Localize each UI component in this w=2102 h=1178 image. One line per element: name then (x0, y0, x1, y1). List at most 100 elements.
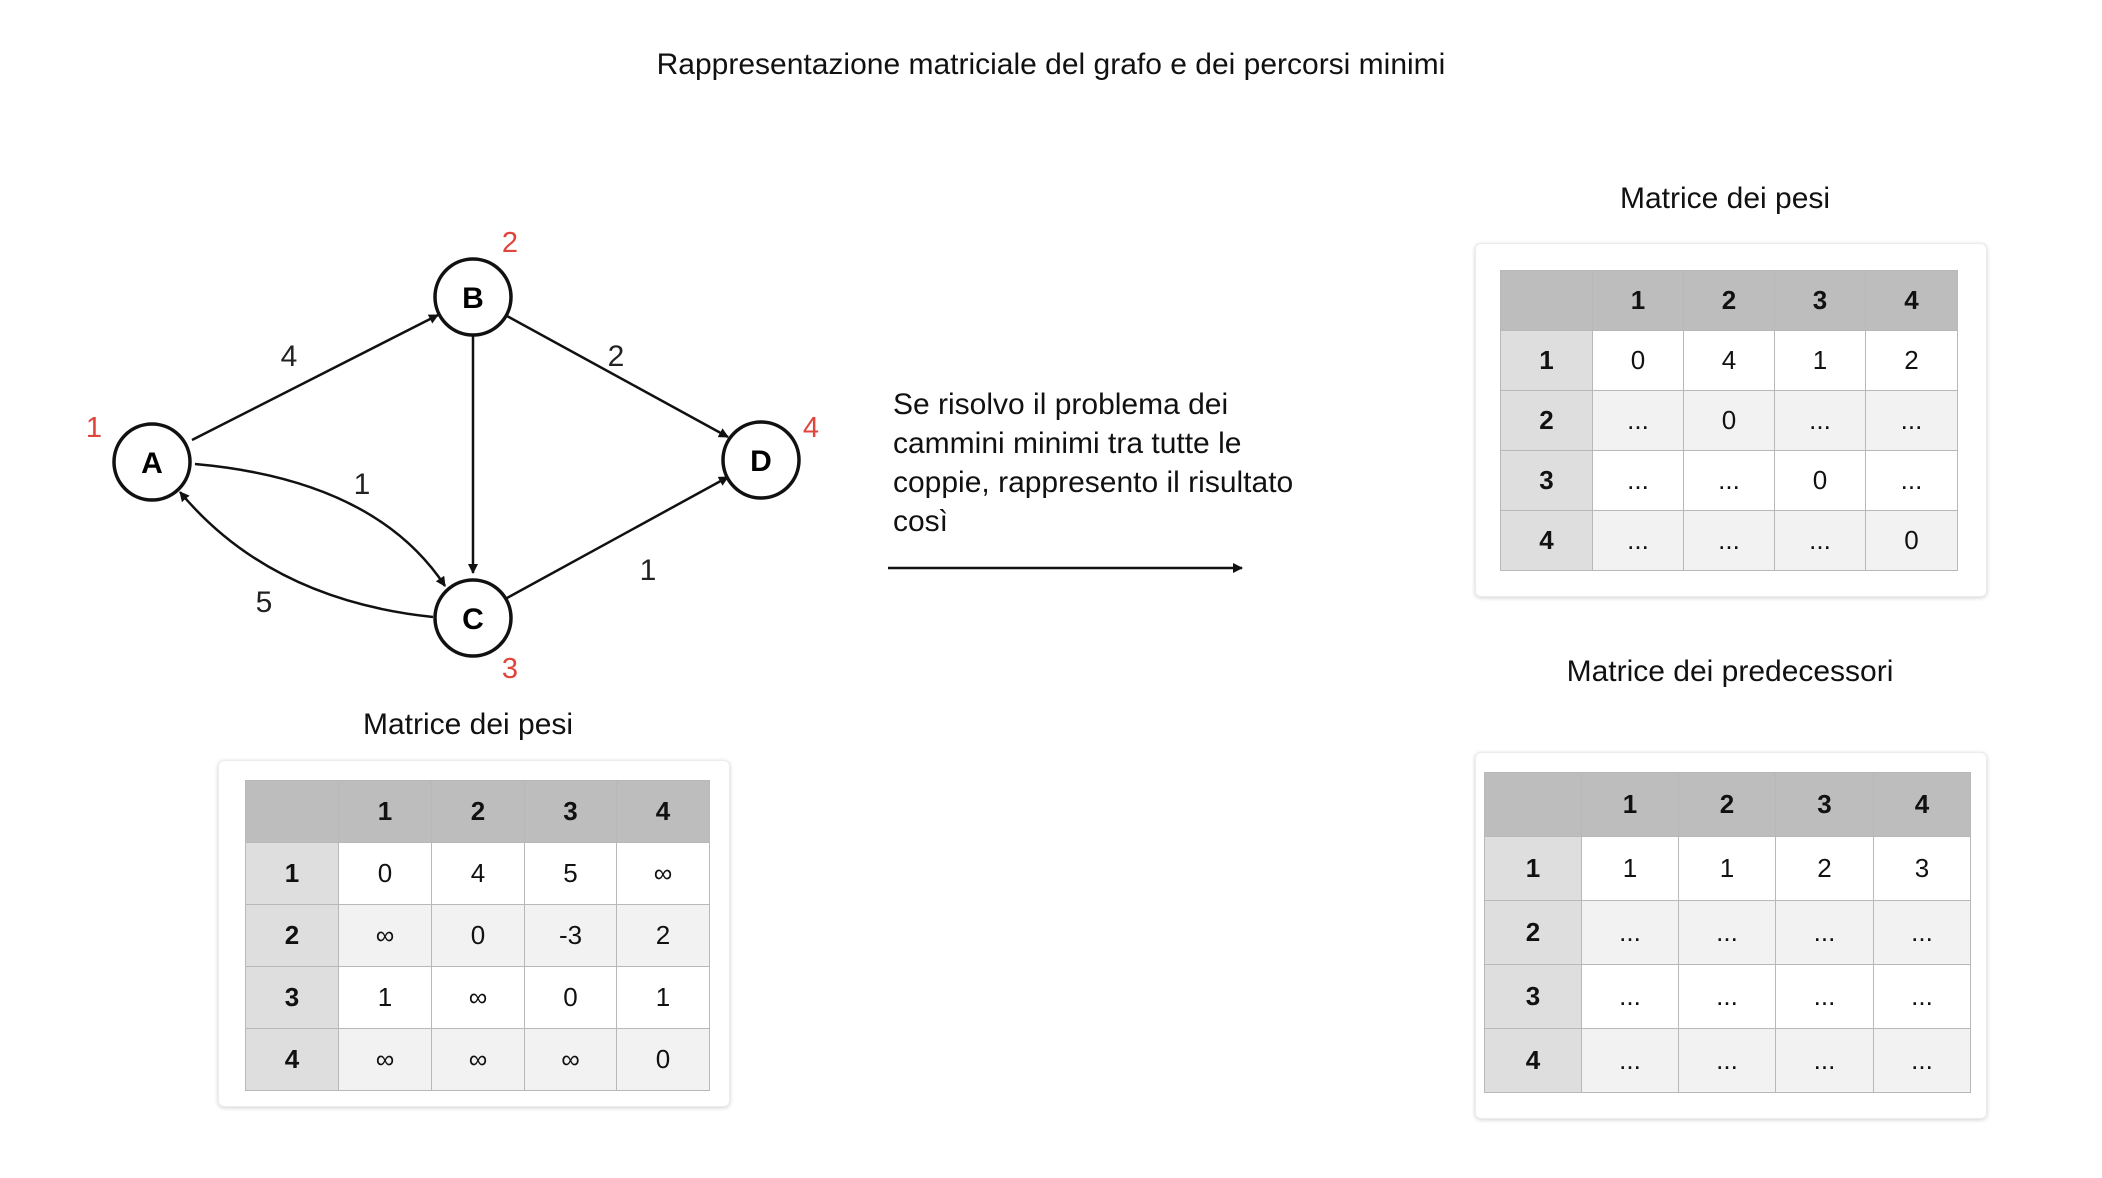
node-d: D (721, 420, 801, 500)
col-header: 3 (524, 780, 617, 843)
col-header: 3 (1775, 772, 1874, 837)
row-header: 1 (1500, 330, 1593, 391)
predecessor-matrix: 1 2 3 4 1 1 1 2 3 2 ... ... ... ... 3 ..… (1484, 772, 1971, 1093)
matrix-cell: 1 (1581, 836, 1679, 901)
col-header: 2 (1678, 772, 1776, 837)
matrix-cell: ... (1581, 900, 1679, 965)
matrix-cell: -3 (524, 904, 617, 967)
col-header: 1 (1581, 772, 1679, 837)
matrix-cell: 1 (338, 966, 432, 1029)
row-header: 3 (1500, 450, 1593, 511)
matrix-cell: ... (1865, 450, 1958, 511)
matrix-cell: ... (1873, 900, 1971, 965)
matrix-cell: ... (1775, 964, 1874, 1029)
explanation-text: Se risolvo il problema dei cammini minim… (893, 388, 1294, 538)
matrix-cell: 0 (338, 842, 432, 905)
matrix-cell: ∞ (431, 966, 525, 1029)
matrix-cell: ... (1592, 390, 1684, 451)
node-d-label: D (750, 445, 772, 478)
right-weights-caption: Matrice dei pesi (1619, 182, 1831, 215)
node-a: A (112, 422, 192, 502)
row-header: 4 (1500, 510, 1593, 571)
matrix-cell: ... (1581, 964, 1679, 1029)
matrix-cell: ... (1678, 964, 1776, 1029)
node-b: B (433, 257, 513, 337)
page-title: Rappresentazione matriciale del grafo e … (656, 48, 1446, 81)
node-c-label: C (462, 603, 484, 636)
node-a-label: A (141, 447, 163, 480)
matrix-cell: ∞ (431, 1028, 525, 1091)
node-c-index: 3 (502, 653, 518, 685)
row-header: 2 (245, 904, 339, 967)
matrix-cell: 0 (1865, 510, 1958, 571)
node-a-index: 1 (86, 412, 102, 444)
col-header: 4 (1873, 772, 1971, 837)
matrix-cell: ... (1683, 510, 1775, 571)
weight-a-c: 1 (354, 468, 371, 501)
col-header: 1 (1592, 270, 1684, 331)
col-header: 2 (1683, 270, 1775, 331)
row-header: 3 (245, 966, 339, 1029)
matrix-cell: 0 (1683, 390, 1775, 451)
weight-c-a: 5 (256, 586, 273, 619)
matrix-cell: 4 (431, 842, 525, 905)
matrix-cell: ... (1592, 510, 1684, 571)
row-header: 4 (245, 1028, 339, 1091)
matrix-cell: ... (1592, 450, 1684, 511)
matrix-cell: 1 (1774, 330, 1866, 391)
col-header: 2 (431, 780, 525, 843)
matrix-corner (1500, 270, 1593, 331)
matrix-cell: 3 (1873, 836, 1971, 901)
edge-c-a (179, 491, 434, 619)
matrix-cell: 1 (616, 966, 710, 1029)
matrix-cell: ... (1873, 1028, 1971, 1093)
left-matrix-caption: Matrice dei pesi (362, 708, 574, 741)
matrix-cell: 2 (616, 904, 710, 967)
col-header: 4 (1865, 270, 1958, 331)
matrix-cell: 0 (431, 904, 525, 967)
row-header: 1 (245, 842, 339, 905)
matrix-cell: ... (1678, 1028, 1776, 1093)
matrix-cell: ... (1775, 1028, 1874, 1093)
matrix-cell: 0 (1774, 450, 1866, 511)
col-header: 1 (338, 780, 432, 843)
row-header: 2 (1500, 390, 1593, 451)
matrix-cell: ∞ (524, 1028, 617, 1091)
matrix-cell: 2 (1865, 330, 1958, 391)
matrix-cell: ... (1873, 964, 1971, 1029)
matrix-cell: ... (1775, 900, 1874, 965)
matrix-cell: ... (1865, 390, 1958, 451)
matrix-cell: 0 (1592, 330, 1684, 391)
weight-c-d: 1 (640, 554, 657, 587)
matrix-cell: 4 (1683, 330, 1775, 391)
node-b-index: 2 (502, 227, 518, 259)
edge-b-d (506, 314, 729, 439)
matrix-cell: ... (1678, 900, 1776, 965)
matrix-cell: ... (1683, 450, 1775, 511)
matrix-cell: 2 (1775, 836, 1874, 901)
edge-c-d (506, 475, 729, 600)
node-b-label: B (462, 282, 484, 315)
matrix-corner (1484, 772, 1582, 837)
matrix-cell: ... (1774, 510, 1866, 571)
matrix-cell: 1 (1678, 836, 1776, 901)
node-c: C (433, 578, 513, 658)
edge-a-b (191, 313, 439, 442)
left-weight-matrix: 1 2 3 4 1 0 4 5 ∞ 2 ∞ 0 -3 2 3 1 ∞ 0 1 4… (245, 780, 710, 1091)
matrix-cell: 5 (524, 842, 617, 905)
row-header: 4 (1484, 1028, 1582, 1093)
row-header: 2 (1484, 900, 1582, 965)
row-header: 3 (1484, 964, 1582, 1029)
weight-a-b: 4 (281, 340, 298, 373)
row-header: 1 (1484, 836, 1582, 901)
node-d-index: 4 (803, 412, 819, 444)
col-header: 3 (1774, 270, 1866, 331)
col-header: 4 (616, 780, 710, 843)
matrix-cell: ... (1774, 390, 1866, 451)
matrix-cell: ∞ (338, 904, 432, 967)
right-predecessors-caption: Matrice dei predecessori (1566, 655, 1894, 688)
weight-b-d: 2 (608, 340, 625, 373)
matrix-cell: ... (1581, 1028, 1679, 1093)
matrix-cell: ∞ (616, 842, 710, 905)
